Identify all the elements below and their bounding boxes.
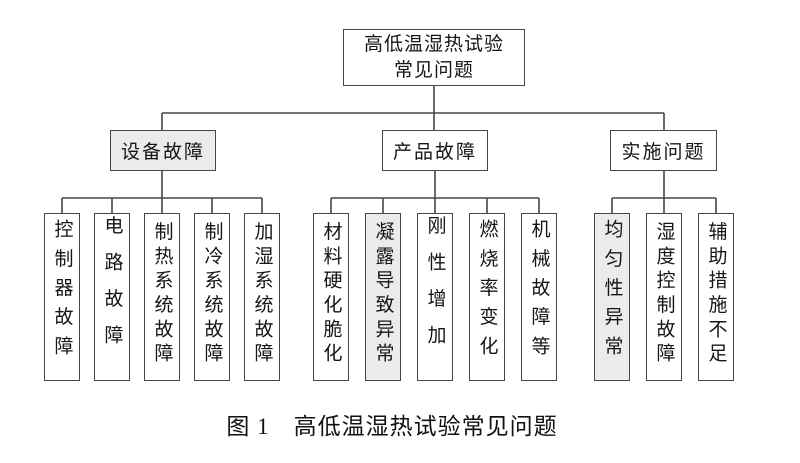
leaf-rigidity-increase-label: 刚性增加 <box>424 215 446 362</box>
root-node: 高低温湿热试验 常见问题 <box>343 29 525 86</box>
leaf-humidity-control-failure-label: 湿度控制故障 <box>653 221 675 368</box>
root-node-label-line1: 高低温湿热试验 <box>363 33 504 55</box>
leaf-material-hardening-embrittlement-label: 材料硬化脆化 <box>320 221 342 368</box>
leaf-humidification-system-failure-label: 加湿系统故障 <box>251 221 273 368</box>
leaf-cooling-system-failure: 制冷系统故障 <box>194 213 230 381</box>
branch-product-failure-label: 产品故障 <box>392 142 477 163</box>
leaf-controller-failure-label: 控制器故障 <box>51 218 73 365</box>
leaf-uniformity-abnormality: 均匀性异常 <box>594 213 630 381</box>
leaf-condensation-abnormality: 凝露导致异常 <box>365 213 401 381</box>
leaf-humidity-control-failure: 湿度控制故障 <box>646 213 682 381</box>
leaf-rigidity-increase: 刚性增加 <box>417 213 453 381</box>
leaf-burning-rate-change-label: 燃烧率变化 <box>476 218 498 365</box>
leaf-cooling-system-failure-label: 制冷系统故障 <box>201 221 223 368</box>
leaf-mechanical-failure-etc: 机械故障等 <box>521 213 557 381</box>
leaf-controller-failure: 控制器故障 <box>44 213 80 381</box>
root-node-label-line2: 常见问题 <box>393 59 474 81</box>
leaf-auxiliary-measures-insufficient-label: 辅助措施不足 <box>705 221 727 368</box>
branch-implementation-issues: 实施问题 <box>610 130 717 171</box>
leaf-mechanical-failure-etc-label: 机械故障等 <box>528 218 550 365</box>
leaf-burning-rate-change: 燃烧率变化 <box>469 213 505 381</box>
leaf-material-hardening-embrittlement: 材料硬化脆化 <box>313 213 349 381</box>
leaf-heating-system-failure-label: 制热系统故障 <box>151 221 173 368</box>
leaf-heating-system-failure: 制热系统故障 <box>144 213 180 381</box>
leaf-humidification-system-failure: 加湿系统故障 <box>244 213 280 381</box>
leaf-uniformity-abnormality-label: 均匀性异常 <box>601 218 623 365</box>
branch-product-failure: 产品故障 <box>382 130 488 171</box>
branch-equipment-failure: 设备故障 <box>110 130 216 171</box>
leaf-circuit-failure: 电路故障 <box>94 213 130 381</box>
branch-implementation-issues-label: 实施问题 <box>621 142 706 163</box>
figure-caption: 图 1 高低温湿热试验常见问题 <box>226 414 558 439</box>
leaf-circuit-failure-label: 电路故障 <box>101 215 123 362</box>
leaf-auxiliary-measures-insufficient: 辅助措施不足 <box>698 213 734 381</box>
branch-equipment-failure-label: 设备故障 <box>120 142 205 163</box>
leaf-condensation-abnormality-label: 凝露导致异常 <box>372 221 394 368</box>
